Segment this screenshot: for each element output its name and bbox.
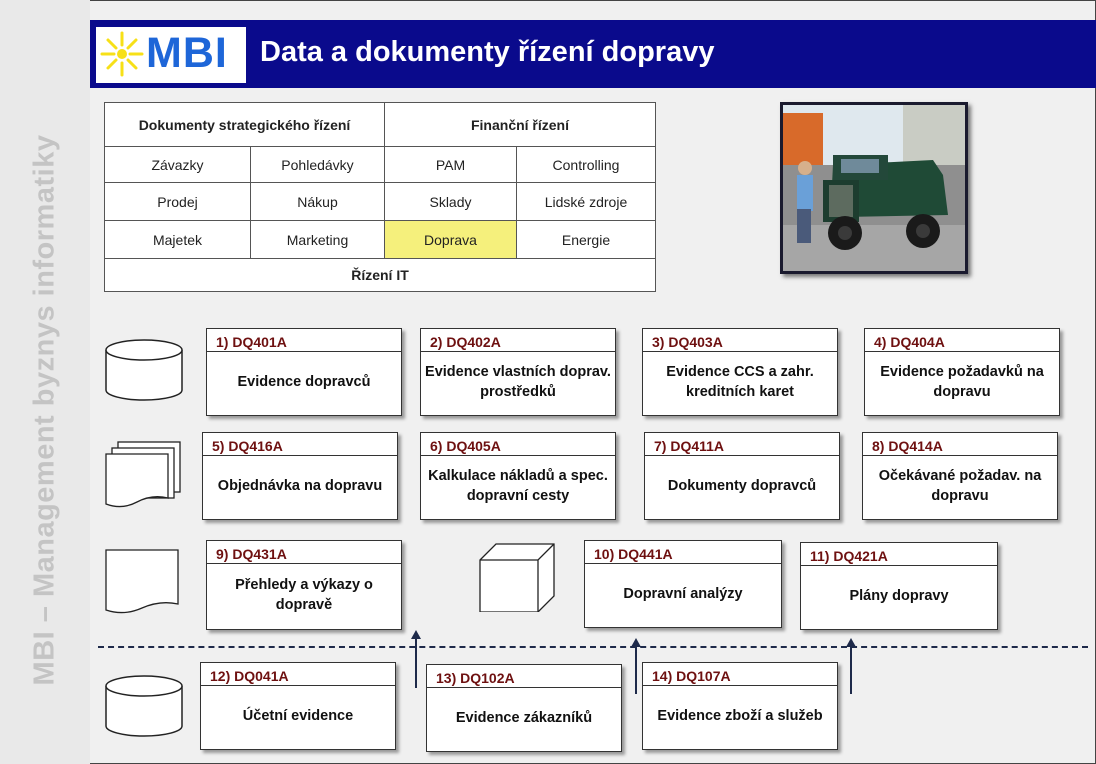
card-code: 2) DQ402A: [430, 334, 501, 350]
document-card: 9) DQ431A Přehledy a výkazy o dopravě: [206, 540, 402, 630]
card-divider: [203, 455, 397, 456]
arrow-up-icon: [411, 630, 421, 688]
card-code: 7) DQ411A: [654, 438, 725, 454]
card-divider: [207, 563, 401, 564]
grid-cell-zavazky: Závazky: [105, 147, 251, 183]
document-card: 4) DQ404A Evidence požadavků na dopravu: [864, 328, 1060, 416]
card-title: Plány dopravy: [849, 588, 949, 605]
card-code: 4) DQ404A: [874, 334, 945, 350]
card-divider: [865, 351, 1059, 352]
grid-cell-marketing: Marketing: [251, 221, 385, 259]
grid-cell-sklady: Sklady: [385, 183, 517, 221]
document-card: 2) DQ402A Evidence vlastních doprav. pro…: [420, 328, 616, 416]
card-title: Účetní evidence: [242, 708, 354, 725]
document-card: 6) DQ405A Kalkulace nákladů a spec. dopr…: [420, 432, 616, 520]
document-card: 8) DQ414A Očekávané požadav. na dopravu: [862, 432, 1058, 520]
document-card: 12) DQ041A Účetní evidence: [200, 662, 396, 750]
document-card: 3) DQ403A Evidence CCS a zahr. kreditníc…: [642, 328, 838, 416]
sidebar: MBI – Management byznys informatiky: [0, 0, 90, 764]
grid-cell-doprava: Doprava: [385, 221, 517, 259]
database-icon: [105, 339, 183, 401]
card-title: Očekávané požadav. na dopravu: [878, 468, 1042, 504]
grid-cell-nakup: Nákup: [251, 183, 385, 221]
card-code: 3) DQ403A: [652, 334, 723, 350]
card-divider: [421, 455, 615, 456]
grid-cell-financial: Finanční řízení: [385, 103, 655, 147]
document-card: 11) DQ421A Plány dopravy: [800, 542, 998, 630]
card-code: 6) DQ405A: [430, 438, 501, 454]
management-grid: Dokumenty strategického řízení Finanční …: [104, 102, 656, 292]
card-title: Dokumenty dopravců: [667, 478, 817, 495]
card-code: 1) DQ401A: [216, 334, 287, 350]
card-code: 8) DQ414A: [872, 438, 943, 454]
truck-photo: [780, 102, 968, 274]
section-divider: [98, 646, 1088, 648]
card-code: 11) DQ421A: [810, 548, 888, 564]
card-divider: [801, 565, 997, 566]
document-card: 13) DQ102A Evidence zákazníků: [426, 664, 622, 752]
header-bar: [90, 20, 1096, 88]
card-divider: [585, 563, 781, 564]
sidebar-text: MBI – Management byznys informatiky: [28, 134, 61, 686]
cube-icon: [479, 543, 555, 612]
card-title: Evidence požadavků na dopravu: [880, 364, 1044, 400]
documents-icon: [105, 441, 181, 508]
card-title: Kalkulace nákladů a spec. dopravní cesty: [428, 468, 608, 504]
grid-cell-energie: Energie: [517, 221, 655, 259]
grid-cell-lidske-zdroje: Lidské zdroje: [517, 183, 655, 221]
grid-cell-majetek: Majetek: [105, 221, 251, 259]
grid-cell-strategic: Dokumenty strategického řízení: [105, 103, 385, 147]
sun-icon: [100, 31, 144, 77]
page-title: Data a dokumenty řízení dopravy: [260, 36, 715, 68]
card-code: 10) DQ441A: [594, 546, 673, 562]
card-code: 12) DQ041A: [210, 668, 289, 684]
card-divider: [201, 685, 395, 686]
grid-cell-pam: PAM: [385, 147, 517, 183]
card-title: Dopravní analýzy: [623, 586, 743, 603]
card-title: Přehledy a výkazy o dopravě: [235, 577, 373, 613]
document-card: 7) DQ411A Dokumenty dopravců: [644, 432, 840, 520]
card-divider: [863, 455, 1057, 456]
card-divider: [645, 455, 839, 456]
grid-cell-prodej: Prodej: [105, 183, 251, 221]
document-card: 14) DQ107A Evidence zboží a služeb: [642, 662, 838, 750]
card-divider: [207, 351, 401, 352]
card-divider: [643, 351, 837, 352]
document-card: 10) DQ441A Dopravní analýzy: [584, 540, 782, 628]
card-title: Evidence CCS a zahr. kreditních karet: [666, 364, 814, 400]
card-code: 14) DQ107A: [652, 668, 731, 684]
grid-cell-rizeni-it: Řízení IT: [105, 259, 655, 291]
card-code: 5) DQ416A: [212, 438, 283, 454]
document-icon: [105, 549, 179, 614]
card-divider: [643, 685, 837, 686]
card-title: Evidence vlastních doprav. prostředků: [425, 364, 611, 400]
document-card: 5) DQ416A Objednávka na dopravu: [202, 432, 398, 520]
card-title: Objednávka na dopravu: [217, 478, 383, 495]
arrow-up-icon: [846, 638, 856, 694]
card-code: 13) DQ102A: [436, 670, 515, 686]
card-code: 9) DQ431A: [216, 546, 287, 562]
card-divider: [427, 687, 621, 688]
database-icon: [105, 675, 183, 737]
arrow-up-icon: [631, 638, 641, 694]
document-card: 1) DQ401A Evidence dopravců: [206, 328, 402, 416]
card-title: Evidence zákazníků: [455, 710, 593, 727]
logo-text: MBI: [146, 29, 228, 77]
logo: MBI: [96, 27, 246, 83]
card-divider: [421, 351, 615, 352]
card-title: Evidence dopravců: [237, 374, 371, 391]
card-title: Evidence zboží a služeb: [657, 708, 823, 725]
grid-cell-pohledavky: Pohledávky: [251, 147, 385, 183]
grid-cell-controlling: Controlling: [517, 147, 655, 183]
